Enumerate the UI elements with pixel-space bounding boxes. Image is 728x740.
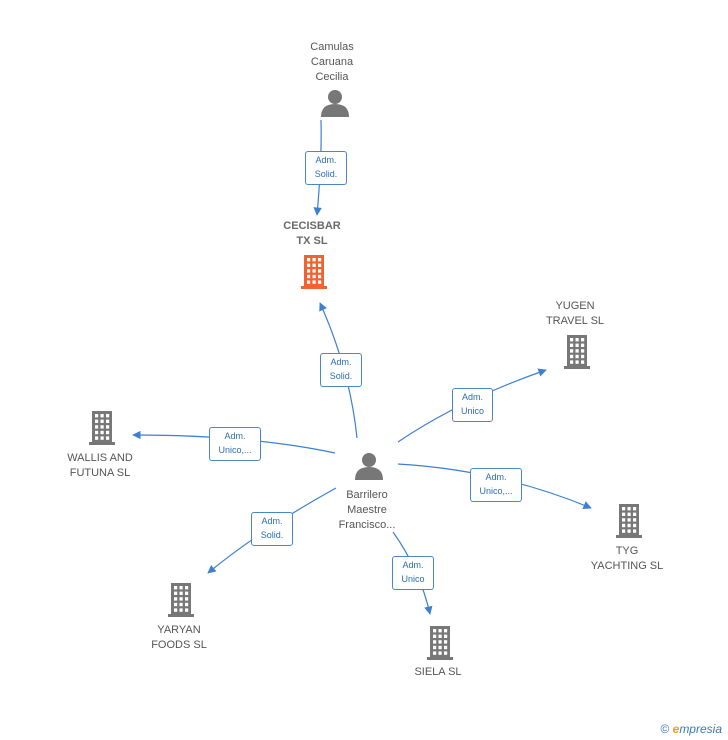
edge-label-line: Adm. bbox=[315, 155, 337, 165]
edge-label-line: Unico,... bbox=[218, 445, 252, 455]
copyright-symbol: © bbox=[660, 722, 670, 736]
edge-label-line: Adm. bbox=[402, 560, 424, 570]
node-label-line: Barrilero bbox=[346, 489, 388, 501]
node-label-siela[interactable]: SIELA SL bbox=[378, 665, 498, 680]
node-label-line: YUGEN bbox=[555, 300, 595, 312]
edge-label-barrilero-to-yugen[interactable]: Adm. Unico bbox=[452, 388, 493, 422]
edge-label-barrilero-to-tyg[interactable]: Adm. Unico,... bbox=[470, 468, 522, 502]
building-icon[interactable] bbox=[168, 583, 194, 617]
edge-label-line: Adm. bbox=[224, 431, 246, 441]
edge-label-line: Adm. bbox=[461, 392, 483, 402]
building-icon[interactable] bbox=[89, 411, 115, 445]
brand-name: mpresia bbox=[679, 722, 722, 736]
node-label-yaryan[interactable]: YARYAN FOODS SL bbox=[119, 623, 239, 653]
node-label-line: FUTUNA SL bbox=[69, 467, 131, 479]
node-label-line: YACHTING SL bbox=[590, 560, 664, 572]
node-label-tyg[interactable]: TYG YACHTING SL bbox=[567, 544, 687, 574]
edge-label-line: Unico,... bbox=[479, 486, 513, 496]
building-icon[interactable] bbox=[427, 626, 453, 660]
edge-label-barrilero-to-yaryan[interactable]: Adm. Solid. bbox=[251, 512, 293, 546]
person-icon[interactable] bbox=[321, 90, 349, 117]
node-label-line: TRAVEL SL bbox=[545, 315, 605, 327]
edge-label-line: Solid. bbox=[260, 530, 284, 540]
person-icon[interactable] bbox=[355, 453, 383, 480]
node-label-line: TX SL bbox=[296, 235, 328, 247]
node-label-line: SIELA SL bbox=[414, 666, 462, 678]
footer-brand[interactable]: © empresia bbox=[660, 722, 722, 736]
node-label-line: Francisco... bbox=[338, 519, 396, 531]
node-label-line: WALLIS AND bbox=[67, 452, 133, 464]
node-label-line: CECISBAR bbox=[283, 220, 341, 232]
brand-logo-letter: e bbox=[672, 722, 680, 736]
edge-label-line: Unico bbox=[460, 406, 484, 416]
node-label-line: TYG bbox=[615, 545, 639, 557]
node-label-line: Cecilia bbox=[315, 71, 349, 83]
edge-label-barrilero-to-wallis[interactable]: Adm. Unico,... bbox=[209, 427, 261, 461]
node-label-line: Maestre bbox=[347, 504, 387, 516]
building-icon[interactable] bbox=[564, 335, 590, 369]
node-label-wallis[interactable]: WALLIS AND FUTUNA SL bbox=[40, 451, 160, 481]
node-label-line: FOODS SL bbox=[151, 639, 207, 651]
edge-label-line: Adm. bbox=[261, 516, 283, 526]
node-label-cecisbar[interactable]: CECISBAR TX SL bbox=[252, 219, 372, 249]
edge-label-line: Solid. bbox=[314, 169, 338, 179]
building-icon[interactable] bbox=[301, 255, 327, 289]
edge-label-camulas-to-cecisbar[interactable]: Adm. Solid. bbox=[305, 151, 347, 185]
edge-label-line: Adm. bbox=[485, 472, 507, 482]
node-label-line: Caruana bbox=[310, 56, 354, 68]
node-label-line: Camulas bbox=[310, 41, 354, 53]
edge-label-line: Unico bbox=[401, 574, 425, 584]
edge-label-barrilero-to-cecisbar[interactable]: Adm. Solid. bbox=[320, 353, 362, 387]
edge-label-line: Adm. bbox=[330, 357, 352, 367]
edge-label-line: Solid. bbox=[329, 371, 353, 381]
node-label-yugen[interactable]: YUGEN TRAVEL SL bbox=[515, 299, 635, 329]
node-label-line: YARYAN bbox=[157, 624, 201, 636]
edge-label-barrilero-to-siela[interactable]: Adm. Unico bbox=[392, 556, 434, 590]
building-icon[interactable] bbox=[616, 504, 642, 538]
